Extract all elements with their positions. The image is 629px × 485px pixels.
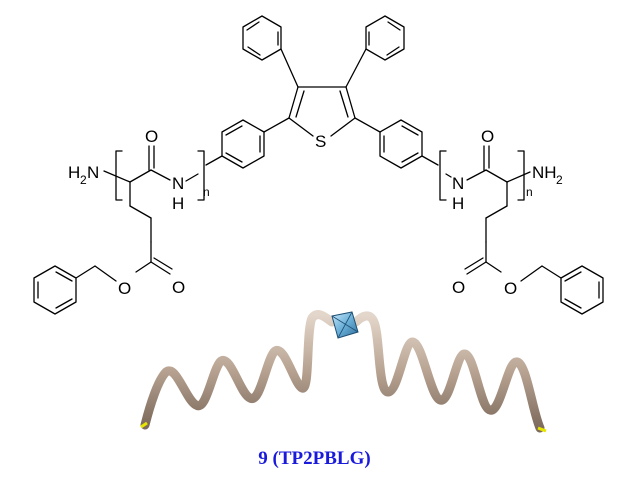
phenyl-top-left	[242, 15, 282, 61]
helix-right	[351, 311, 545, 433]
amine-left-h: H	[68, 163, 80, 182]
oxygen-carbonyl-right: O	[481, 127, 494, 146]
oxygen-ester-right: O	[504, 279, 517, 298]
repeat-n-left: n	[203, 185, 210, 199]
left-polypeptide-unit: n N H O H 2 N O O	[68, 127, 223, 298]
amine-right: NH	[532, 163, 557, 182]
benzyl-ring-left	[33, 265, 77, 315]
core-cube-icon	[331, 311, 359, 339]
figure-caption: 9 (TP2PBLG)	[258, 448, 371, 469]
sulfur-label: S	[315, 132, 326, 151]
thiophene-ring: S	[288, 86, 356, 151]
oxygen-ester-left: O	[118, 279, 131, 298]
repeat-n-right: n	[526, 185, 533, 199]
oxygen-carbonyl-left: O	[145, 127, 158, 146]
phenylene-right	[379, 119, 423, 169]
nitrogen-right: N	[452, 174, 464, 193]
helix-left	[140, 310, 337, 430]
hydrogen-left: H	[172, 194, 184, 213]
helix-cartoon	[140, 310, 547, 433]
chemical-structure: S n N H O H 2 N	[33, 15, 604, 433]
benzyl-ring-right	[560, 265, 604, 315]
right-polypeptide-unit: N H O n NH 2 O O	[421, 127, 563, 298]
amine-left-n: N	[87, 163, 99, 182]
oxygen-ester-carbonyl-right: O	[452, 278, 465, 297]
hydrogen-right: H	[452, 194, 464, 213]
phenyl-top-right	[365, 15, 405, 61]
amine-right-sub: 2	[556, 173, 563, 187]
oxygen-ester-carbonyl-left: O	[172, 278, 185, 297]
phenylene-left	[221, 119, 265, 169]
nitrogen-left: N	[172, 174, 184, 193]
amine-left-sub: 2	[80, 173, 87, 187]
